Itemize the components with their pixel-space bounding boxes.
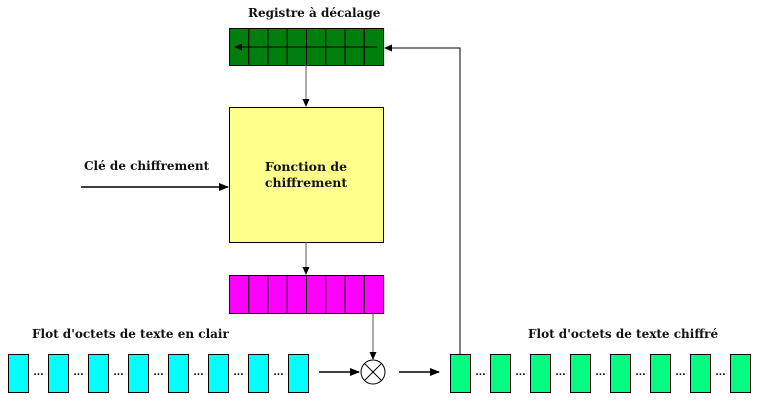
keystream-cell [229, 275, 250, 314]
ellipsis: ... [193, 368, 203, 378]
ellipsis: ... [635, 368, 645, 378]
ellipsis: ... [33, 368, 43, 378]
xor-icon [360, 359, 386, 385]
plaintext-stream: ..................... [8, 354, 309, 393]
keystream-cell [344, 275, 365, 314]
plaintext-byte [88, 354, 109, 393]
ciphertext-byte [570, 354, 591, 393]
ellipsis: ... [73, 368, 83, 378]
function-label-line2: chiffrement [264, 174, 348, 190]
keystream-cell [306, 275, 327, 314]
ellipsis: ... [515, 368, 525, 378]
keystream-cell [248, 275, 269, 314]
ciphertext-stream-label: Flot d'octets de texte chiffré [528, 327, 719, 341]
keystream-block [229, 275, 385, 314]
plaintext-byte [208, 354, 229, 393]
ciphertext-byte [610, 354, 631, 393]
ellipsis: ... [113, 368, 123, 378]
keystream-cell [286, 275, 308, 314]
shift-register-label: Registre à décalage [248, 6, 381, 20]
ciphertext-byte [450, 354, 471, 393]
plaintext-byte [288, 354, 309, 393]
keystream-cell [267, 275, 288, 314]
key-label: Clé de chiffrement [84, 159, 210, 173]
plaintext-byte [248, 354, 269, 393]
function-label-line1: Fonction de [264, 158, 348, 174]
plaintext-byte [8, 354, 29, 393]
ciphertext-byte [730, 354, 751, 393]
feedback-arrow [384, 44, 461, 354]
ellipsis: ... [675, 368, 685, 378]
plaintext-stream-label: Flot d'octets de texte en clair [32, 327, 229, 341]
ciphertext-byte [490, 354, 511, 393]
ciphertext-byte [650, 354, 671, 393]
ellipsis: ... [715, 368, 725, 378]
keystream-cell [325, 275, 346, 314]
ellipsis: ... [153, 368, 163, 378]
ellipsis: ... [475, 368, 485, 378]
ciphertext-stream: ..................... [450, 354, 751, 393]
ciphertext-byte [530, 354, 551, 393]
keystream-cell [363, 275, 385, 314]
ellipsis: ... [233, 368, 243, 378]
ellipsis: ... [273, 368, 283, 378]
ciphertext-byte [690, 354, 711, 393]
ellipsis: ... [595, 368, 605, 378]
encryption-function-box [229, 107, 384, 243]
plaintext-byte [128, 354, 149, 393]
plaintext-byte [168, 354, 189, 393]
plaintext-byte [48, 354, 69, 393]
ellipsis: ... [555, 368, 565, 378]
